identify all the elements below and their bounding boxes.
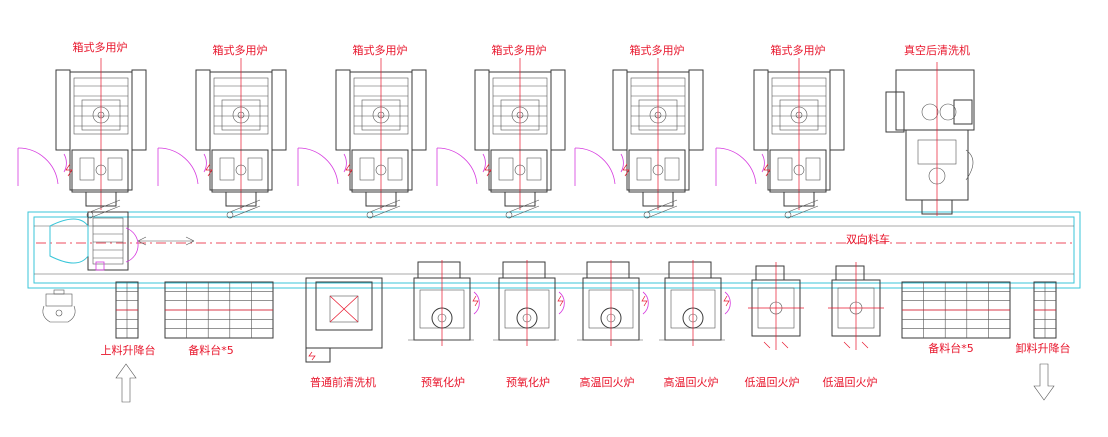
unloading-lift-label: 卸料升降台 <box>1016 341 1071 355</box>
low-temper-2-label: 低温回火炉 <box>823 376 878 389</box>
furnace-label-6: 箱式多用炉 <box>771 43 826 57</box>
pre-washer-label: 普通前清洗机 <box>310 375 376 389</box>
buffer-station-right <box>901 281 1011 339</box>
shuttle-track <box>27 211 1081 289</box>
shuttle-label: 双向料车 <box>846 232 890 246</box>
pre-washer <box>305 277 383 363</box>
low-temper-1-label: 低温回火炉 <box>745 376 800 389</box>
low-temper-furnace-2 <box>828 262 884 350</box>
preox-furnace-1 <box>408 260 480 346</box>
unloading-lift <box>1033 281 1057 339</box>
preox-2-label: 预氧化炉 <box>506 375 550 389</box>
hoist-symbol <box>42 289 76 323</box>
low-temper-furnace-1 <box>748 262 804 350</box>
furnace-label-2: 箱式多用炉 <box>213 43 268 57</box>
preox-furnace-2 <box>493 260 565 346</box>
high-temper-1-label: 高温回火炉 <box>580 375 635 389</box>
load-in-arrow-icon <box>115 363 137 403</box>
vacuum-washer-label: 真空后清洗机 <box>904 43 970 57</box>
furnace-label-5: 箱式多用炉 <box>630 43 685 57</box>
furnace-label-3: 箱式多用炉 <box>353 43 408 57</box>
vacuum-post-washer <box>885 62 975 216</box>
preox-1-label: 预氧化炉 <box>421 375 465 389</box>
multipurpose-furnace-5 <box>574 58 704 219</box>
unload-out-arrow-icon <box>1033 363 1055 401</box>
furnace-label-1: 箱式多用炉 <box>73 40 128 54</box>
shuttle-car <box>49 211 139 271</box>
buffer-station-left <box>164 281 274 339</box>
buffer-right-label: 备料台*5 <box>928 341 974 355</box>
high-temper-2-label: 高温回火炉 <box>664 375 719 389</box>
loading-lift-label: 上料升降台 <box>101 343 156 357</box>
high-temper-furnace-2 <box>659 260 731 346</box>
multipurpose-furnace-6 <box>715 58 845 219</box>
multipurpose-furnace-3 <box>297 58 427 219</box>
furnace-label-4: 箱式多用炉 <box>492 43 547 57</box>
loading-lift <box>115 281 139 339</box>
multipurpose-furnace-2 <box>157 58 287 219</box>
multipurpose-furnace-1 <box>17 58 147 219</box>
high-temper-furnace-1 <box>577 260 649 346</box>
multipurpose-furnace-4 <box>436 58 566 219</box>
shuttle-direction-arrow <box>137 236 195 246</box>
buffer-left-label: 备料台*5 <box>188 343 234 357</box>
